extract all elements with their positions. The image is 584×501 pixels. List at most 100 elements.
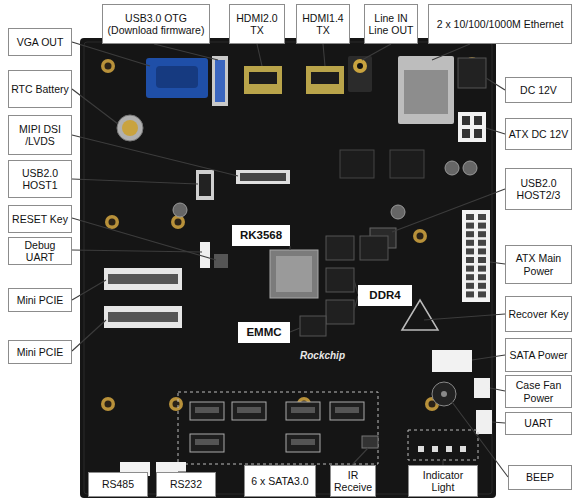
mounting-hole — [169, 397, 183, 411]
leader-line — [323, 44, 325, 66]
fan-connector — [474, 378, 490, 398]
sata-slot — [291, 407, 315, 413]
callout-box: ATX DC 12V — [505, 118, 572, 150]
reset-key — [214, 254, 228, 268]
leader-line — [486, 78, 505, 90]
leader-line — [72, 135, 238, 176]
ddr-chip — [326, 236, 354, 260]
callout-text: EMMC — [246, 326, 281, 339]
mini-pcie-contacts — [108, 274, 178, 284]
leader-line — [72, 179, 198, 184]
sata-slot — [195, 439, 219, 445]
pin — [478, 291, 486, 297]
callout-text: USB2.0 HOST2/3 — [508, 177, 569, 201]
audio-jack-hole — [357, 63, 363, 69]
ddr-chip — [326, 300, 354, 324]
beeper-hole — [441, 391, 447, 397]
sata-port — [190, 434, 224, 452]
sata-area-outline — [178, 392, 378, 464]
hdmi-port — [244, 66, 282, 94]
leader-line — [72, 42, 150, 66]
leader-line — [490, 388, 505, 391]
sata-port — [286, 402, 320, 420]
leader-line — [352, 448, 368, 465]
pin — [466, 274, 474, 280]
callout-text: USB3.0 OTG (Download firmware) — [105, 12, 207, 36]
hdmi-slot — [249, 72, 277, 84]
indicator-led — [418, 446, 424, 452]
callout-text: Debug UART — [11, 239, 69, 263]
ir-receiver — [362, 436, 378, 448]
leader-line — [72, 250, 202, 252]
pin — [478, 274, 486, 280]
mini-pcie-slot — [104, 306, 182, 328]
leader-line — [257, 44, 262, 66]
callout-box: 6 x SATA3.0 — [244, 465, 316, 497]
mounting-hole — [101, 59, 115, 73]
capacitor — [391, 205, 405, 219]
callout-text: HDMI1.4 TX — [299, 12, 347, 36]
usb2-port — [196, 170, 214, 200]
pcb-edge — [84, 42, 492, 494]
leader-line — [72, 280, 106, 300]
pin — [478, 266, 486, 272]
soc-chip — [270, 250, 318, 298]
mipi-slot — [240, 173, 286, 181]
pin — [466, 248, 474, 254]
capacitor — [463, 161, 477, 175]
soc-die — [276, 256, 312, 292]
indicator-area-outline — [408, 430, 478, 460]
callout-box: HDMI2.0 TX — [229, 4, 285, 44]
chip-label: DDR4 — [358, 285, 412, 306]
callout-box: RS485 — [88, 472, 148, 497]
mounting-hole-center — [175, 219, 182, 226]
leader-line — [424, 314, 505, 320]
callout-text: USB2.0 HOST1 — [11, 167, 69, 191]
callout-box: USB2.0 HOST1 — [8, 160, 72, 198]
leader-line — [290, 328, 300, 332]
leader-line — [289, 246, 290, 250]
mounting-hole-center — [109, 219, 116, 226]
sata-slot — [335, 407, 359, 413]
pcb-board — [80, 38, 496, 498]
callout-box: RTC Battery — [8, 70, 72, 108]
callout-text: Case Fan Power — [508, 379, 569, 403]
callout-text: ATX Main Power — [508, 252, 569, 276]
chip-label: EMMC — [238, 322, 290, 343]
callout-text: DC 12V — [520, 84, 557, 96]
pin — [478, 248, 486, 254]
ddr-chip — [360, 236, 388, 260]
leader-line — [492, 422, 505, 423]
callout-box: USB2.0 HOST2/3 — [505, 168, 572, 210]
leader-line — [472, 355, 505, 360]
callout-box: RS232 — [156, 472, 216, 497]
pin — [474, 129, 482, 138]
sata-slot — [237, 407, 261, 413]
callout-text: HDMI2.0 TX — [232, 12, 282, 36]
mounting-hole — [101, 397, 115, 411]
ethernet-jack — [398, 56, 454, 124]
mounting-hole — [413, 229, 427, 243]
leader-line — [432, 44, 470, 60]
sata-slot — [291, 439, 315, 445]
ddr-chip — [326, 268, 354, 292]
capacitor — [173, 203, 187, 217]
indicator-led — [460, 446, 466, 452]
sata-port — [190, 402, 224, 420]
rtc-battery-top — [122, 120, 138, 136]
chip-label: RK3568 — [232, 225, 290, 246]
pin — [462, 116, 470, 125]
callout-box: MIPI DSI /LVDS — [8, 115, 72, 155]
leader-line — [154, 44, 218, 60]
usb3-port — [212, 56, 228, 106]
callout-box: SATA Power — [505, 338, 572, 372]
atx-main-connector — [462, 210, 490, 302]
callout-box: Debug UART — [8, 237, 72, 265]
pin — [478, 283, 486, 289]
pulse-transformer — [390, 150, 424, 178]
callout-text: Mini PCIE — [17, 294, 64, 306]
callout-text: Mini PCIE — [17, 346, 64, 358]
sata-slot — [195, 407, 219, 413]
callout-text: RS485 — [102, 478, 134, 490]
callout-box: VGA OUT — [8, 28, 72, 56]
